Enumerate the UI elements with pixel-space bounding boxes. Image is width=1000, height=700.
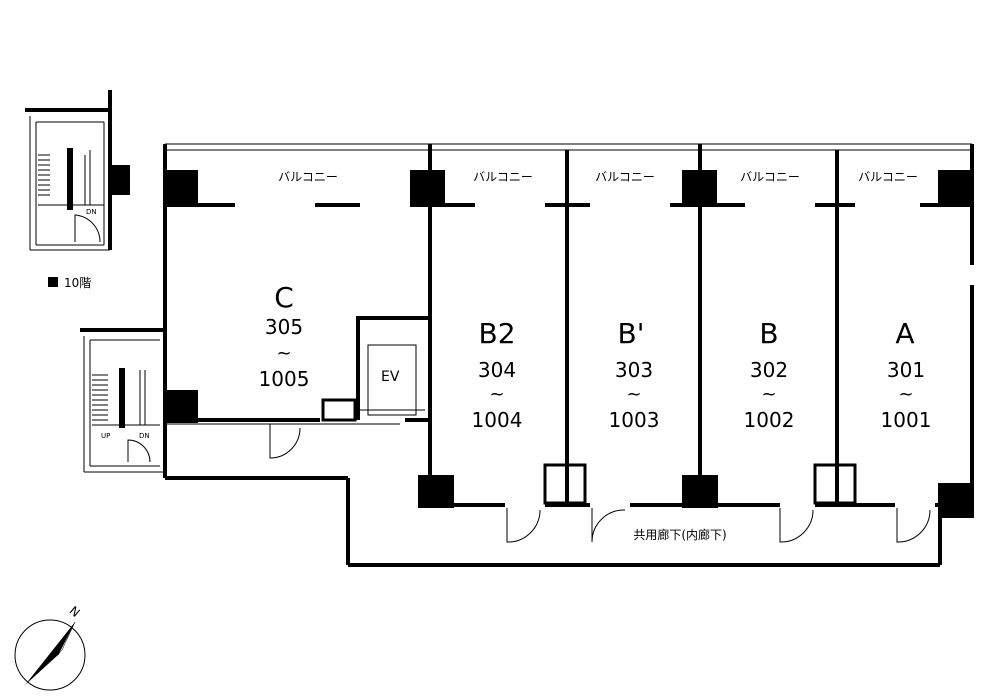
- doors: [269, 424, 931, 543]
- unit-b-type: B: [759, 317, 778, 350]
- window-gaps: [235, 202, 975, 285]
- unit-a-to: 1001: [881, 408, 932, 432]
- balcony-dividers: [566, 150, 838, 205]
- unit-a-from: 301: [887, 358, 925, 382]
- balcony-label-b-prime: バルコニー: [595, 170, 655, 184]
- balcony-label-c: バルコニー: [278, 170, 338, 184]
- unit-b-prime-from: 303: [615, 358, 653, 382]
- unit-b2-tilde: ~: [489, 384, 504, 405]
- floor-label: 10階: [64, 275, 91, 290]
- north-arrow-icon: [14, 619, 86, 691]
- balcony-label-a: バルコニー: [858, 170, 918, 184]
- unit-b2-to: 1004: [472, 408, 523, 432]
- balcony-label-b: バルコニー: [740, 170, 800, 184]
- stair-upper-core: [67, 148, 73, 210]
- unit-c-to: 1005: [259, 367, 310, 391]
- unit-b-prime-to: 1003: [609, 408, 660, 432]
- corridor-label: 共用廊下(内廊下): [633, 527, 726, 542]
- balcony-label-b2: バルコニー: [473, 170, 533, 184]
- stair-lower: [80, 328, 165, 473]
- unit-b-prime-tilde: ~: [626, 384, 641, 405]
- unit-a-type: A: [895, 317, 914, 350]
- unit-b-to: 1002: [744, 408, 795, 432]
- north-label: N: [67, 603, 83, 619]
- unit-c-from: 305: [265, 315, 303, 339]
- unit-c-type: C: [274, 281, 294, 314]
- columns: [165, 170, 974, 518]
- unit-b2-from: 304: [478, 358, 516, 382]
- unit-b-tilde: ~: [761, 384, 776, 405]
- stair-upper: [25, 90, 112, 251]
- stair-lower-up-label: UP: [101, 432, 110, 440]
- stair-upper-column: [110, 165, 130, 195]
- stair-lower-dn-label: DN: [139, 432, 150, 440]
- unit-c-tilde: ~: [276, 343, 291, 364]
- unit-b2-type: B2: [478, 317, 515, 350]
- unit-a-tilde: ~: [898, 384, 913, 405]
- floor-marker-icon: [48, 277, 58, 287]
- pipe-shafts: [321, 398, 857, 505]
- stair-lower-core: [119, 368, 125, 428]
- unit-b-from: 302: [750, 358, 788, 382]
- elevator-label: EV: [381, 369, 400, 385]
- elevator: [356, 316, 428, 422]
- stair-upper-dn-label: DN: [86, 208, 97, 216]
- unit-b-prime-type: B': [618, 317, 645, 350]
